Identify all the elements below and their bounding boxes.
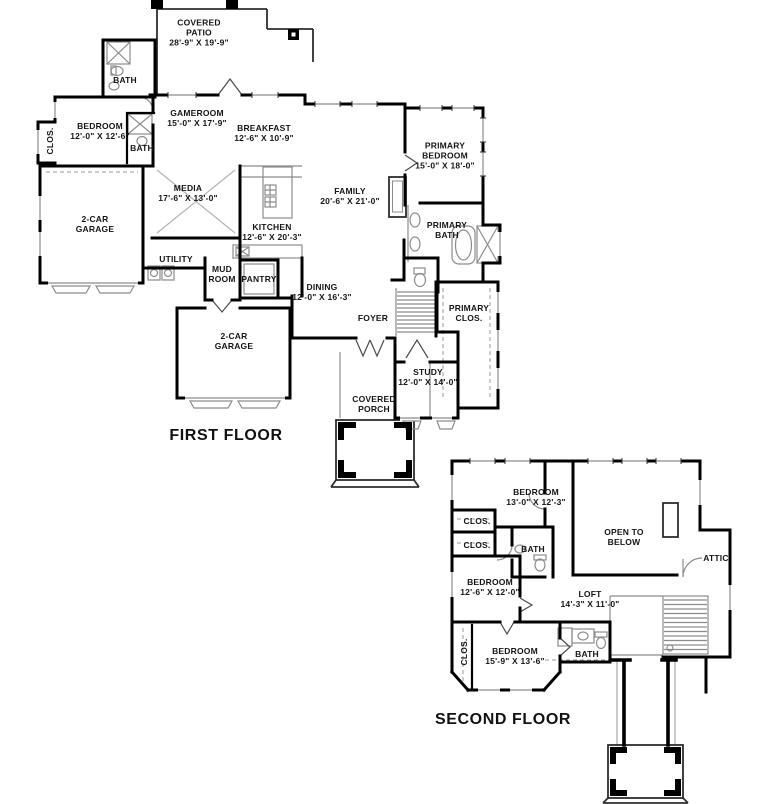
room-dims: 20'-6" X 21'-0" <box>320 196 380 206</box>
post-center <box>291 32 296 37</box>
room-name: CLOS. <box>463 539 491 550</box>
room-dims: 28'-9" X 19'-9" <box>169 38 229 49</box>
room-dims: 13'-0" X 12'-3" <box>506 497 566 507</box>
room-label-bath-mid: BATH <box>515 544 551 554</box>
room-name: PRIMARY BEDROOM <box>422 140 468 161</box>
windows <box>35 92 733 693</box>
room-dims: 12'-6" X 20'-3" <box>242 232 302 242</box>
room-name: BATH <box>521 543 545 554</box>
room-name: STUDY <box>413 366 443 377</box>
room-dims: 15'-9" X 13'-6" <box>485 656 545 666</box>
room-label-closet-b: CLOS. <box>457 540 497 550</box>
room-name: BEDROOM <box>467 576 513 587</box>
room-label-pantry: PANTRY <box>236 274 282 284</box>
room-name: ATTIC <box>703 552 729 563</box>
thin-detail-lines <box>106 41 709 745</box>
room-label-utility: UTILITY <box>151 254 201 264</box>
room-name: LOFT <box>578 588 602 599</box>
door-chevrons <box>211 78 571 657</box>
room-label-closet: CLOS. <box>45 128 55 155</box>
room-label-open-to-below: OPEN TO BELOW <box>600 527 648 547</box>
room-label-closet-a: CLOS. <box>457 516 497 526</box>
room-dims: 15'-0" X 17'-9" <box>167 118 227 128</box>
room-dims: 14'-3" X 11'-0" <box>560 599 620 609</box>
room-dims: 12'-0" X 12'-6" <box>70 131 130 141</box>
room-label-garage-upper: 2-CAR GARAGE <box>65 214 125 234</box>
room-name: CLOS. <box>463 515 491 526</box>
room-name: PRIMARY BATH <box>426 219 468 240</box>
room-dims: 15'-0" X 18'-0" <box>415 161 475 172</box>
room-name: PANTRY <box>241 273 277 284</box>
room-label-foyer: FOYER <box>351 313 395 323</box>
room-name: BATH <box>575 648 599 659</box>
room-dims: 12'-0" X 14'-0" <box>398 377 458 387</box>
room-name: GAMEROOM <box>170 107 224 118</box>
room-name: 2-CAR GARAGE <box>75 213 115 234</box>
room-label-primary-bath: PRIMARY BATH <box>418 220 476 240</box>
room-name: BATH <box>130 142 154 153</box>
porch-corner-posts <box>338 422 412 478</box>
room-dims: 17'-6" X 13'-0" <box>158 193 218 203</box>
room-label-bath-lower: BATH <box>122 143 162 153</box>
room-name: FAMILY <box>334 185 366 196</box>
room-name: 2-CAR GARAGE <box>214 330 254 351</box>
room-name: BREAKFAST <box>237 122 291 133</box>
room-dims: 12'-6" X 12'-0" <box>460 587 520 597</box>
patio-post <box>226 0 238 9</box>
room-name: BEDROOM <box>513 486 559 497</box>
room-name: CLOS. <box>44 127 55 155</box>
room-name: FOYER <box>357 312 389 323</box>
room-name: PRIMARY CLOS. <box>448 302 490 323</box>
second-floor-title: SECOND FLOOR <box>434 711 572 728</box>
patio-post <box>151 0 163 9</box>
room-dims: 12'-0" X 16'-3" <box>292 292 352 302</box>
room-name: OPEN TO BELOW <box>604 526 644 547</box>
room-name: COVERED PORCH <box>352 393 396 414</box>
room-name: COVERED PATIO <box>177 17 221 38</box>
room-name: BATH <box>113 74 137 85</box>
medium-outlines <box>156 8 689 804</box>
room-name: MUD ROOM <box>208 263 236 284</box>
room-name: KITCHEN <box>252 221 292 232</box>
room-name: DINING <box>306 281 338 292</box>
room-name: MEDIA <box>173 182 203 193</box>
room-label-covered-porch: COVERED PORCH <box>346 394 402 414</box>
room-label-mud-room: MUD ROOM <box>204 264 240 284</box>
room-label-garage-lower: 2-CAR GARAGE <box>204 331 264 351</box>
first-floor-title: FIRST FLOOR <box>169 427 283 444</box>
room-label-bath-bottom: BATH <box>569 649 605 659</box>
room-name: BEDROOM <box>77 120 123 131</box>
room-name: BEDROOM <box>492 645 538 656</box>
room-label-primary-closet: PRIMARY CLOS. <box>440 303 498 323</box>
room-label-bath-upper: BATH <box>105 75 145 85</box>
balcony-corner-posts <box>610 747 681 796</box>
room-label-attic: ATTIC <box>694 553 738 563</box>
room-dims: 12'-6" X 10'-9" <box>234 133 294 143</box>
room-name: UTILITY <box>159 253 193 264</box>
